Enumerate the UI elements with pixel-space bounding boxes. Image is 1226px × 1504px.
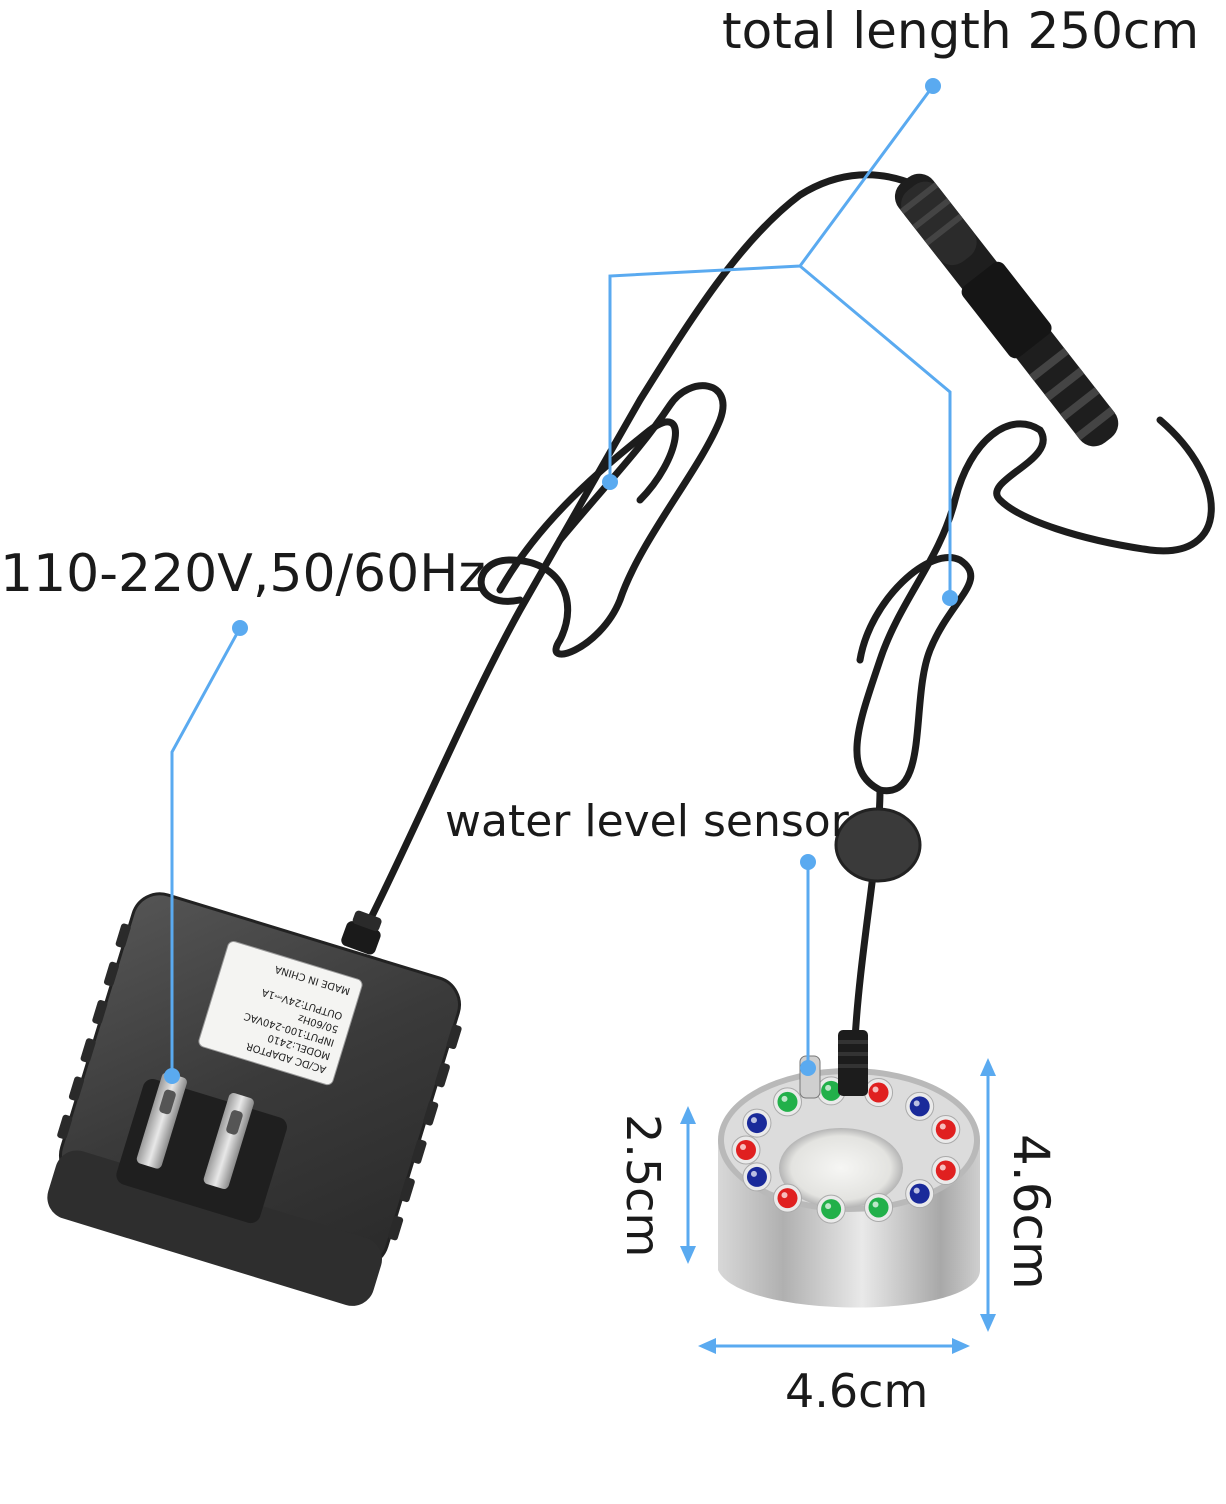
led-ring [731, 1076, 961, 1224]
water-level-sensor-label: water level sensor [445, 796, 849, 847]
led-blue [905, 1179, 935, 1209]
callout-lines [170, 85, 990, 1348]
mist-maker [718, 1030, 980, 1308]
led-blue [742, 1162, 772, 1192]
led-blue [742, 1108, 772, 1138]
led-red [772, 1183, 802, 1213]
led-red [931, 1156, 961, 1186]
ac-adapter: AC/DC ADAPTOR MODEL:2410 INPUT:100-240VA… [47, 892, 462, 1306]
height-dimension-label: 2.5cm [616, 1114, 670, 1258]
power-cable [361, 171, 1215, 1044]
led-red [864, 1078, 894, 1108]
led-green [816, 1194, 846, 1224]
callout-dots [164, 78, 958, 1084]
atomizer-disc [779, 1128, 903, 1208]
dimension-arrowheads [680, 1058, 996, 1354]
diameter-vertical-label: 4.6cm [1002, 1134, 1060, 1290]
led-blue [905, 1091, 935, 1121]
total-length-label: total length 250cm [722, 2, 1200, 60]
voltage-label: 110-220V,50/60Hz [0, 544, 486, 604]
cable-connector [894, 173, 1119, 447]
led-red [731, 1135, 761, 1165]
led-green [772, 1087, 802, 1117]
float-ring [834, 807, 922, 883]
led-green [864, 1192, 894, 1222]
led-red [931, 1114, 961, 1144]
diameter-horizontal-label: 4.6cm [785, 1364, 929, 1418]
